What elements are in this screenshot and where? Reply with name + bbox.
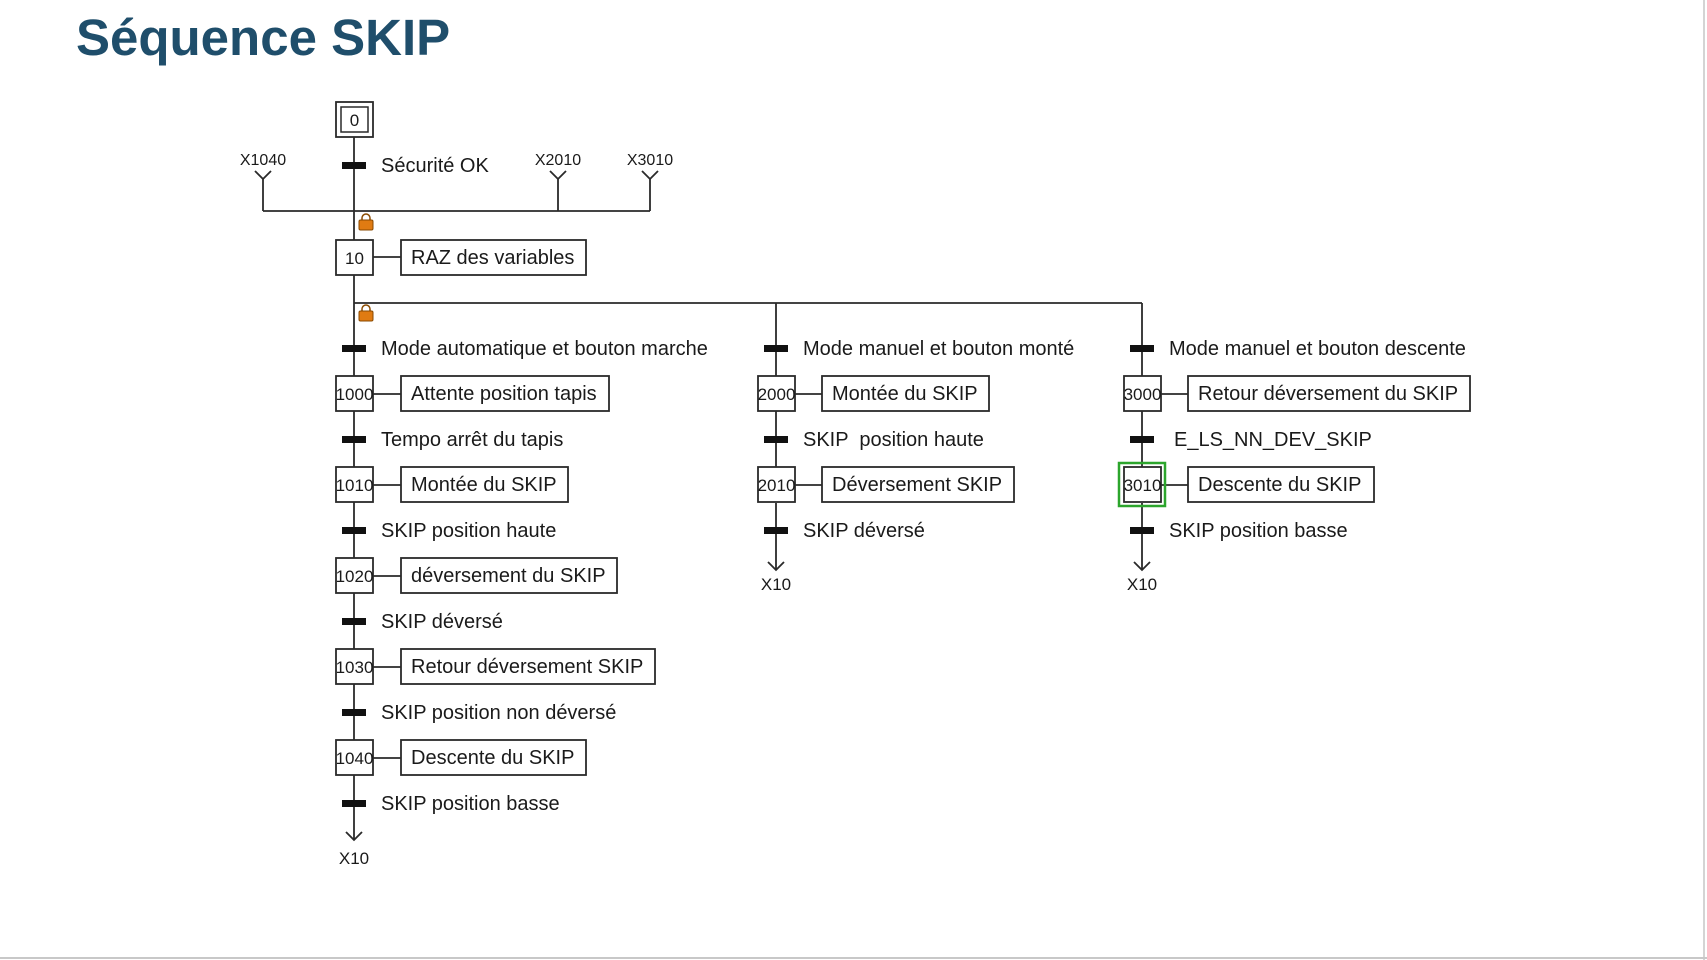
step-2000[interactable]: 2000 [757,375,796,412]
step-10[interactable]: 10 [335,239,374,276]
transition-label: Mode manuel et bouton descente [1169,338,1466,360]
transition-bar[interactable] [342,162,366,169]
step-1030[interactable]: 1030 [335,648,374,685]
action-box[interactable]: Montée du SKIP [400,466,569,503]
step-number: 2010 [758,476,796,495]
action-label: Montée du SKIP [832,383,978,405]
transition-bar[interactable] [342,436,366,443]
transition-bar[interactable] [342,709,366,716]
action-box[interactable]: Descente du SKIP [1187,466,1375,503]
transition-bar[interactable] [764,527,788,534]
transition-label: Mode manuel et bouton monté [803,338,1074,360]
transition-bar[interactable] [764,436,788,443]
action-box[interactable]: déversement du SKIP [400,557,618,594]
transition-bar[interactable] [342,800,366,807]
step-1000[interactable]: 1000 [335,375,374,412]
step-number: 3000 [1124,385,1162,404]
link-label-x3010: X3010 [627,152,673,169]
step-number: 0 [350,111,359,130]
transition-bar[interactable] [764,345,788,352]
transition-bar[interactable] [1130,436,1154,443]
transition-label: Sécurité OK [381,155,489,177]
action-box[interactable]: RAZ des variables [400,239,587,276]
action-label: déversement du SKIP [411,565,606,587]
step-number: 1020 [336,567,374,586]
action-label: Descente du SKIP [1198,474,1361,496]
transition-bar[interactable] [1130,527,1154,534]
slide-right-border [1703,0,1705,960]
jump-label: X10 [761,575,791,594]
action-box[interactable]: Descente du SKIP [400,739,587,776]
transition-label: SKIP position basse [381,793,560,815]
step-number: 1030 [336,658,374,677]
action-label: Montée du SKIP [411,474,557,496]
action-label: Retour déversement du SKIP [1198,383,1458,405]
jump-label: X10 [339,849,369,868]
action-label: RAZ des variables [411,247,574,269]
step-1020[interactable]: 1020 [335,557,374,594]
action-box[interactable]: Retour déversement SKIP [400,648,656,685]
step-2010[interactable]: 2010 [757,466,796,503]
link-label-x1040: X1040 [240,152,286,169]
transition-bar[interactable] [342,527,366,534]
transition-bar[interactable] [1130,345,1154,352]
jump-label: X10 [1127,575,1157,594]
lock-icon [358,213,374,231]
transition-label: SKIP position haute [803,429,984,451]
step-number: 2000 [758,385,796,404]
transition-label: Mode automatique et bouton marche [381,338,708,360]
step-number: 1000 [336,385,374,404]
initial-step[interactable]: 0 [335,101,374,138]
action-box[interactable]: Déversement SKIP [821,466,1015,503]
link-label-x2010: X2010 [535,152,581,169]
action-label: Descente du SKIP [411,747,574,769]
step-number: 1010 [336,476,374,495]
lock-icon [358,304,374,322]
transition-label: SKIP position basse [1169,520,1348,542]
page-title: Séquence SKIP [76,9,451,66]
transition-label: SKIP position haute [381,520,556,542]
step-1010[interactable]: 1010 [335,466,374,503]
action-label: Déversement SKIP [832,474,1002,496]
step-3010-active[interactable]: 3010 [1117,461,1167,508]
step-1040[interactable]: 1040 [335,739,374,776]
step-number: 10 [345,249,364,268]
transition-label: SKIP déversé [803,520,925,542]
transition-bar[interactable] [342,345,366,352]
transition-label: SKIP déversé [381,611,503,633]
action-box[interactable]: Attente position tapis [400,375,610,412]
step-3000[interactable]: 3000 [1123,375,1162,412]
transition-bar[interactable] [342,618,366,625]
action-box[interactable]: Retour déversement du SKIP [1187,375,1471,412]
transition-label: Tempo arrêt du tapis [381,429,563,451]
step-number: 3010 [1124,476,1162,495]
transition-label: E_LS_NN_DEV_SKIP [1174,429,1372,451]
action-label: Retour déversement SKIP [411,656,643,678]
transition-label: SKIP position non déversé [381,702,616,724]
step-number: 1040 [336,749,374,768]
slide-bottom-border [0,957,1707,959]
action-label: Attente position tapis [411,383,597,405]
action-box[interactable]: Montée du SKIP [821,375,990,412]
